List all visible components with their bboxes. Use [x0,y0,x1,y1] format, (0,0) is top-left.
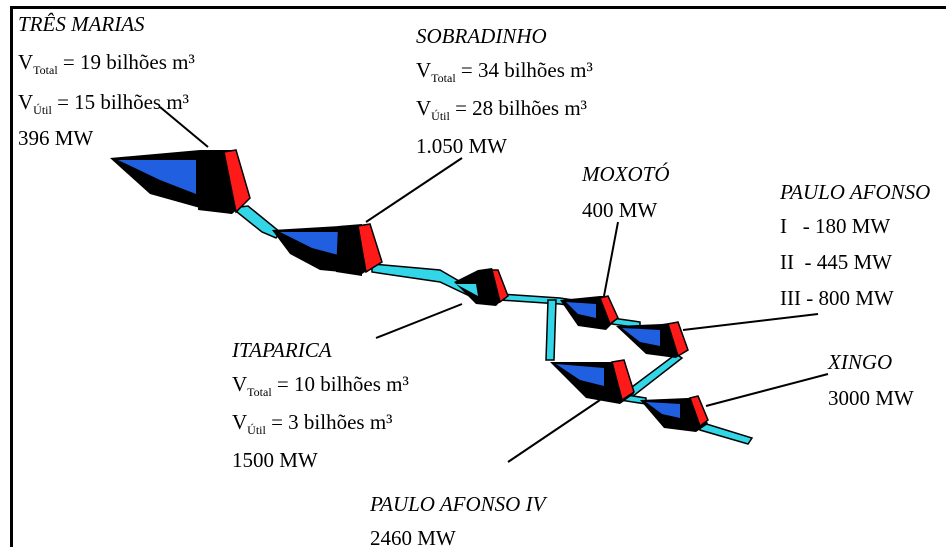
river-tres-sobradinho [230,205,282,239]
frame-border-left [10,6,13,547]
v-symbol: V [232,410,248,434]
sobradinho-power: 1.050 MW [416,134,507,158]
river-branch-to-pa4 [545,299,557,361]
sobradinho-vutil: VÚtil = 28 bilhões m³ [416,96,587,123]
moxoto-name: MOXOTÓ [582,162,670,186]
leader-moxoto [603,221,619,297]
leader-xingo [705,373,829,407]
total-subscript: Total [33,63,58,77]
itaparica-power: 1500 MW [232,448,318,472]
vutil-value: = 3 bilhões m³ [265,410,393,434]
dam-moxoto [560,295,619,330]
v-symbol: V [416,58,432,82]
itaparica-vutil: VÚtil = 3 bilhões m³ [232,410,393,437]
dam-paulo-afonso [616,321,689,358]
paulo-afonso-unit-3: III - 800 MW [780,286,894,310]
tres-marias-vutil: VÚtil = 15 bilhões m³ [18,90,189,117]
dam-xingo [640,395,709,432]
dam-sobradinho [272,223,383,276]
dam-tres-marias [110,149,251,214]
vtotal-value: = 34 bilhões m³ [455,58,593,82]
river-xingo-out [699,420,754,445]
paulo-afonso-unit-2: II - 445 MW [780,250,892,274]
leader-sobradinho [365,157,463,223]
paulo-afonso-iv-name: PAULO AFONSO IV [370,492,546,516]
vtotal-value: = 19 bilhões m³ [57,50,195,74]
util-subscript: Útil [33,103,52,117]
vutil-value: = 15 bilhões m³ [51,90,189,114]
leader-paulo-afonso [682,313,819,331]
v-symbol: V [18,50,34,74]
dam-paulo-afonso-iv [550,359,635,404]
leader-itaparica [375,303,463,339]
v-symbol: V [232,372,248,396]
v-symbol: V [18,90,34,114]
total-subscript: Total [431,71,456,85]
vtotal-value: = 10 bilhões m³ [271,372,409,396]
moxoto-power: 400 MW [582,198,658,222]
tres-marias-name: TRÊS MARIAS [18,12,145,36]
paulo-afonso-name: PAULO AFONSO [780,180,931,204]
sobradinho-vtotal: VTotal = 34 bilhões m³ [416,58,593,85]
sobradinho-name: SOBRADINHO [416,24,547,48]
xingo-power: 3000 MW [828,386,914,410]
v-symbol: V [416,96,432,120]
leader-tres-marias [159,106,209,148]
vutil-value: = 28 bilhões m³ [449,96,587,120]
tres-marias-vtotal: VTotal = 19 bilhões m³ [18,50,195,77]
tres-marias-power: 396 MW [18,126,94,150]
leader-paulo-afonso-iv [507,399,601,463]
paulo-afonso-unit-1: I - 180 MW [780,214,891,238]
itaparica-name: ITAPARICA [232,338,332,362]
util-subscript: Útil [247,423,266,437]
paulo-afonso-iv-power: 2460 MW [370,526,456,550]
xingo-name: XINGO [828,350,893,374]
util-subscript: Útil [431,109,450,123]
dam-itaparica [454,268,509,306]
itaparica-vtotal: VTotal = 10 bilhões m³ [232,372,409,399]
total-subscript: Total [247,385,272,399]
frame-border-top [10,6,946,9]
